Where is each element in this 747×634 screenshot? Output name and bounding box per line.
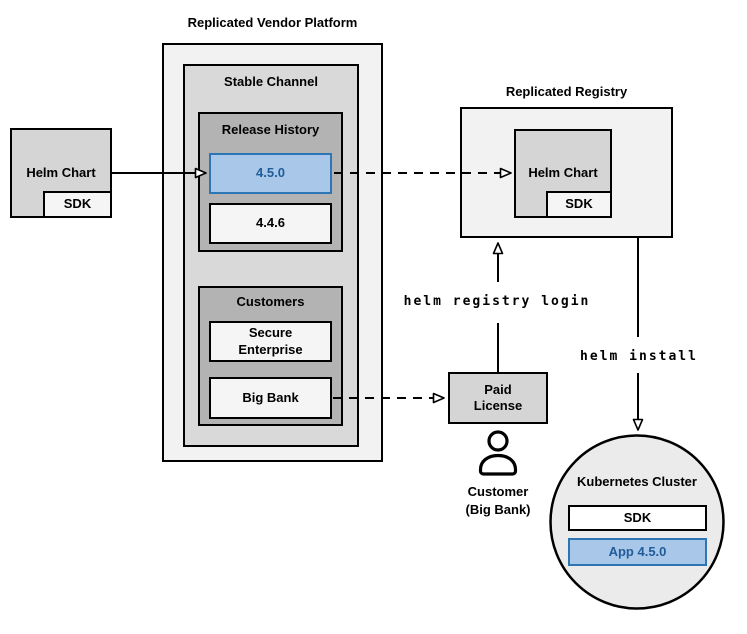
person-icon [478,430,518,476]
paid-license-box: Paid License [448,372,548,424]
release-version-label: 4.5.0 [256,165,285,181]
customer-secure-enterprise-box: Secure Enterprise [209,321,332,362]
helm-registry-login-command: helm registry login [403,294,591,309]
customer-caption: Customer [467,484,529,499]
kubernetes-cluster-title: Kubernetes Cluster [577,474,697,489]
app-version-label: App 4.5.0 [608,543,667,559]
release-4-4-6-box: 4.4.6 [209,203,332,244]
customers-label: Customers [236,294,305,309]
vendor-platform-title: Replicated Vendor Platform [187,15,358,30]
helm-chart-label: Helm Chart [26,164,96,180]
paid-license-label: Paid License [473,381,523,413]
release-history-label: Release History [221,122,320,137]
customer-name-label: Secure Enterprise [238,325,303,357]
sdk-label: SDK [63,196,92,212]
helm-chart-source-sdk-box: SDK [43,191,112,218]
sdk-label: SDK [623,509,652,525]
registry-sdk-box: SDK [546,191,612,218]
release-4-5-0-box: 4.5.0 [209,153,332,194]
kubernetes-app-box: App 4.5.0 [568,538,707,566]
sdk-label: SDK [565,196,593,212]
customer-name-label: Big Bank [242,389,299,405]
helm-chart-label: Helm Chart [528,165,598,181]
release-version-label: 4.4.6 [256,215,285,231]
kubernetes-sdk-box: SDK [568,505,707,531]
stable-channel-label: Stable Channel [224,74,318,89]
customer-big-bank-box: Big Bank [209,377,332,419]
helm-install-command: helm install [580,349,698,364]
registry-title: Replicated Registry [505,84,628,99]
customer-caption-detail: (Big Bank) [465,502,531,517]
